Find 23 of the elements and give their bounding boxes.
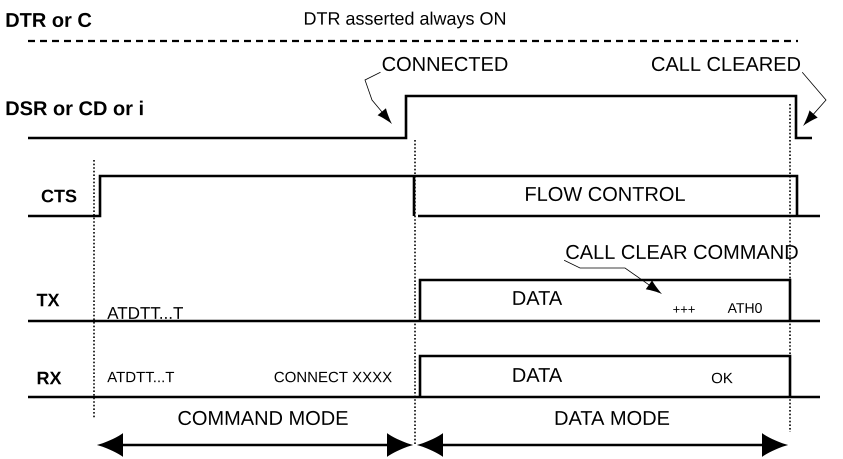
data-label: CONNECT XXXX [274,372,392,382]
data-label: ATDTT...T [107,372,174,382]
callout-text: CALL CLEARED [652,56,800,72]
pulse-label: DATA [513,368,562,382]
data-label: ATH0 [728,303,762,313]
pulse-label: DATA [513,291,562,305]
signal-name: RX [38,372,62,384]
data-label: OK [712,372,733,384]
data-label: +++ [673,306,695,313]
signal-name: CTS [42,190,76,202]
callout-text: CALL CLEAR COMMAND [566,244,798,260]
mode-label: DATA MODE [556,410,670,426]
signal-name: DTR or C [6,12,92,28]
leader-line [802,72,827,126]
leader-line [564,260,661,294]
note-text: DTR asserted always ON [304,12,506,28]
pulse-label: FLOW CONTROL [526,186,685,202]
callout-text: CONNECTED [382,56,508,72]
mode-label: COMMAND MODE [178,410,348,426]
signal-name: DSR or CD or i [6,100,143,116]
data-label: ATDTT...T [107,307,183,319]
signal-name: TX [36,294,60,306]
leader-line [364,72,392,124]
